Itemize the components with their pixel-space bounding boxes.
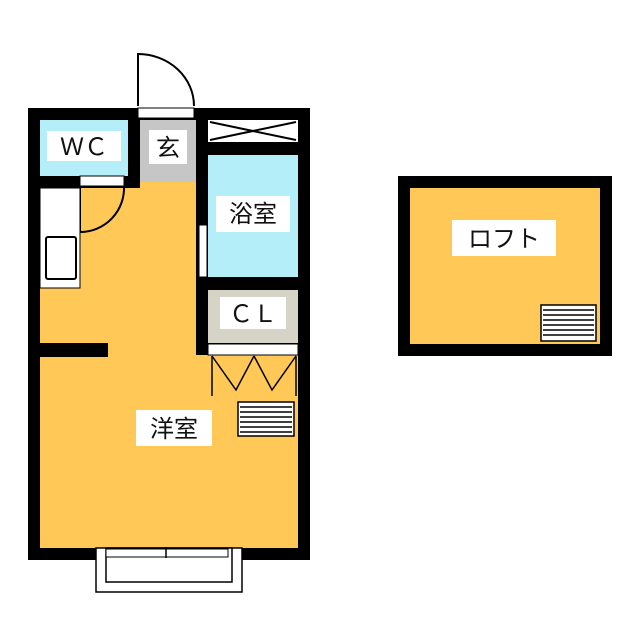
closet-folding-door [211, 355, 297, 396]
entrance-label: 玄 [156, 134, 180, 162]
bath-door[interactable] [198, 224, 208, 278]
bath-label-bg [216, 196, 290, 232]
partition-wall [40, 343, 108, 357]
closet-label-bg [220, 297, 286, 329]
closet-door[interactable] [207, 343, 299, 356]
stairs-icon [237, 401, 295, 437]
entrance-step [140, 182, 196, 188]
front-door[interactable] [137, 107, 195, 119]
loft-stairs-icon [540, 304, 597, 342]
wc-label-bg [47, 131, 121, 161]
wc-label: ＷＣ [60, 133, 108, 161]
entrance-label-bg [149, 130, 187, 164]
window [105, 548, 229, 558]
loft-label-bg [452, 220, 556, 256]
western-room-floor-right [196, 355, 298, 548]
sink-icon [45, 236, 77, 280]
storage-cross-mark [209, 121, 297, 141]
wc-door[interactable] [79, 175, 125, 187]
closet-label: ＣＬ [229, 300, 277, 328]
western-room-label-bg [136, 410, 212, 446]
loft-label: ロフト [468, 225, 540, 253]
bath-label: 浴室 [229, 200, 277, 228]
wc-door-swing [79, 185, 126, 234]
front-door-swing [137, 52, 195, 107]
western-room-label: 洋室 [150, 415, 198, 443]
